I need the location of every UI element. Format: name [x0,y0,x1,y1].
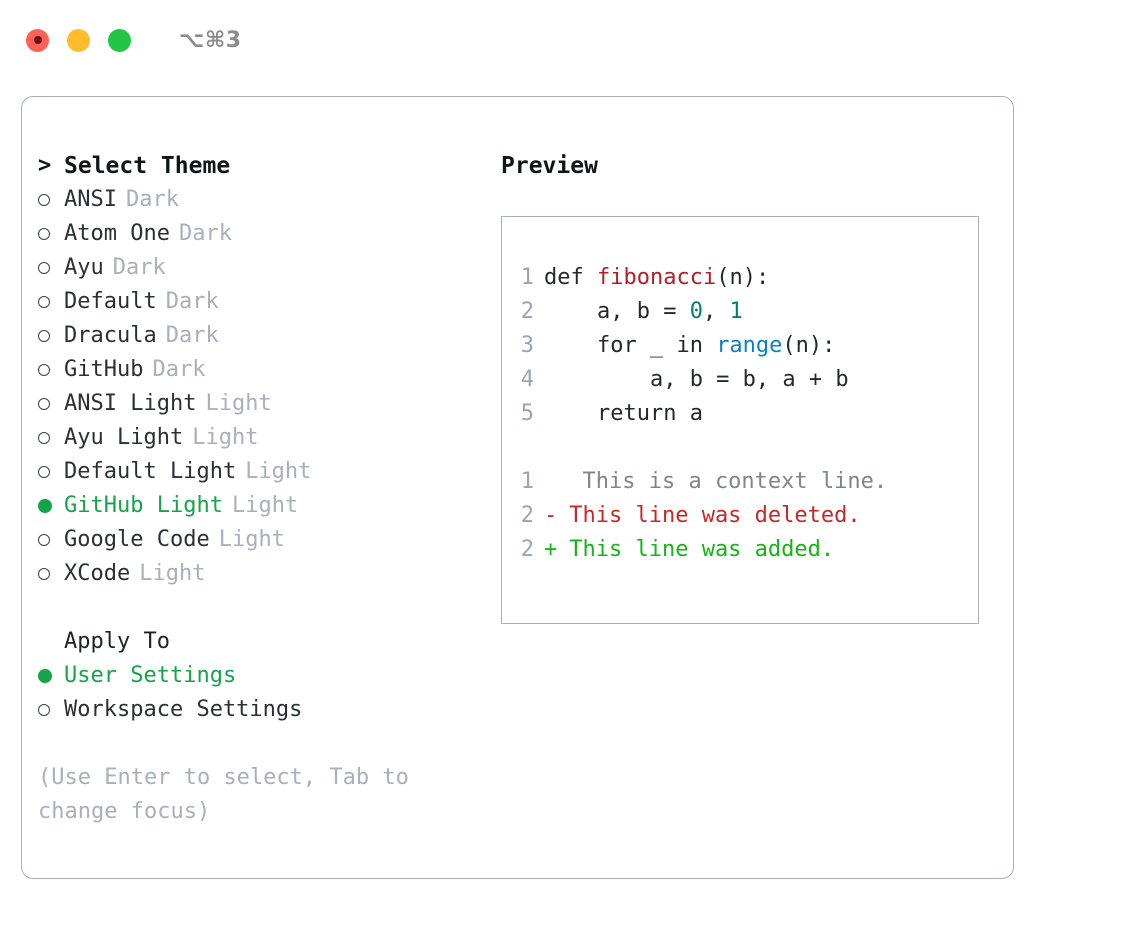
code-token: a, b = b, a + b [544,367,849,392]
theme-option-name: Default [64,289,157,314]
theme-option-name: GitHub Light [64,493,223,518]
diff-line: 2 + This line was added. [520,533,978,567]
code-line-number: 1 [520,265,534,290]
code-token: return a [544,401,703,426]
code-token: 1 [729,299,743,324]
theme-option-name: Atom One [64,221,170,246]
theme-option-variant: Light [205,391,272,416]
theme-option-row[interactable]: Default Light Light [38,455,498,489]
theme-option-row[interactable]: Dracula Dark [38,319,498,353]
code-token: (n): [716,265,770,290]
code-token: , [702,299,730,324]
theme-option-variant: Dark [125,187,179,212]
theme-list-title: Select Theme [64,153,231,179]
theme-option-variant: Dark [165,323,219,348]
code-token: 0 [689,299,703,324]
theme-option-variant: Light [231,493,299,518]
code-token: (n): [782,333,836,358]
diff-line-text: This is a context line. [556,469,888,494]
diff-sample: 1 This is a context line.2- This line wa… [520,465,978,567]
theme-option-variant: Light [139,561,206,586]
theme-option-variant: Light [245,459,312,484]
diff-marker-icon [544,465,556,499]
theme-option-name: Google Code [64,527,210,552]
theme-option-name: Ayu Light [64,425,184,450]
code-diff-separator [520,431,978,465]
diff-marker-icon: - [544,503,558,528]
theme-option-row[interactable]: ANSI Dark [38,183,498,217]
theme-option-variant: Light [192,425,259,450]
traffic-light-group [26,28,131,52]
theme-option-row[interactable]: XCode Light [38,557,498,591]
apply-to-option-name: User Settings [64,663,237,688]
code-line: 5 return a [520,397,978,431]
apply-to-label: Apply To [64,629,170,654]
code-line: 1 def fibonacci(n): [520,261,978,295]
close-window-icon[interactable] [26,28,49,52]
apply-to-option-name: Workspace Settings [64,697,303,722]
theme-option-row[interactable]: GitHub Dark [38,353,498,387]
diff-line: 1 This is a context line. [520,465,978,499]
theme-option-name: Ayu [64,255,104,280]
diff-line-text: This line was deleted. [556,503,861,528]
code-line-number: 2 [520,299,534,324]
theme-option-variant: Light [218,527,285,552]
caret-icon: > [38,153,52,178]
keyboard-shortcut-label: ⌥⌘3 [179,27,242,53]
code-token: range [716,333,783,358]
diff-line-number: 2 [520,537,534,562]
theme-option-name: ANSI [64,187,117,212]
theme-option-row[interactable]: Ayu Dark [38,251,498,285]
minimize-window-icon[interactable] [67,28,90,52]
diff-line-text: This line was added. [556,537,835,562]
theme-option-row[interactable]: Atom One Dark [38,217,498,251]
code-line: 4 a, b = b, a + b [520,363,978,397]
diff-line-number: 2 [520,503,534,528]
apply-to-option-row[interactable]: Workspace Settings [38,693,498,727]
code-token: for _ in [544,333,717,358]
code-token: fibonacci [596,265,717,290]
keyboard-hint-text: (Use Enter to select, Tab to change focu… [38,765,409,824]
theme-option-row[interactable]: Google Code Light [38,523,498,557]
code-token: a, b = [544,299,690,324]
maximize-window-icon[interactable] [108,28,131,52]
apply-to-header: Apply To [38,625,498,659]
title-bar: ⌥⌘3 [0,0,1140,80]
theme-option-name: Dracula [64,323,157,348]
theme-option-name: XCode [64,561,131,586]
code-line: 2 a, b = 0, 1 [520,295,978,329]
theme-option-variant: Dark [152,357,206,382]
theme-option-row[interactable]: Default Dark [38,285,498,319]
diff-marker-icon: + [544,537,558,562]
diff-line: 2- This line was deleted. [520,499,978,533]
theme-option-row[interactable]: GitHub Light Light [38,489,498,523]
theme-option-variant: Dark [112,255,166,280]
code-line-number: 3 [520,333,534,358]
apply-to-option-row[interactable]: User Settings [38,659,498,693]
code-line: 3 for _ in range(n): [520,329,978,363]
theme-option-name: Default Light [64,459,237,484]
code-token: def [544,265,597,290]
code-line-number: 5 [520,401,534,426]
theme-option-name: ANSI Light [64,391,197,416]
theme-option-name: GitHub [64,357,144,382]
diff-line-number: 1 [520,469,534,494]
theme-list-header: > Select Theme [38,149,498,183]
theme-option-variant: Dark [165,289,219,314]
preview-title: Preview [501,153,598,179]
theme-option-variant: Dark [178,221,232,246]
theme-option-row[interactable]: ANSI Light Light [38,387,498,421]
code-line-number: 4 [520,367,534,392]
theme-option-row[interactable]: Ayu Light Light [38,421,498,455]
